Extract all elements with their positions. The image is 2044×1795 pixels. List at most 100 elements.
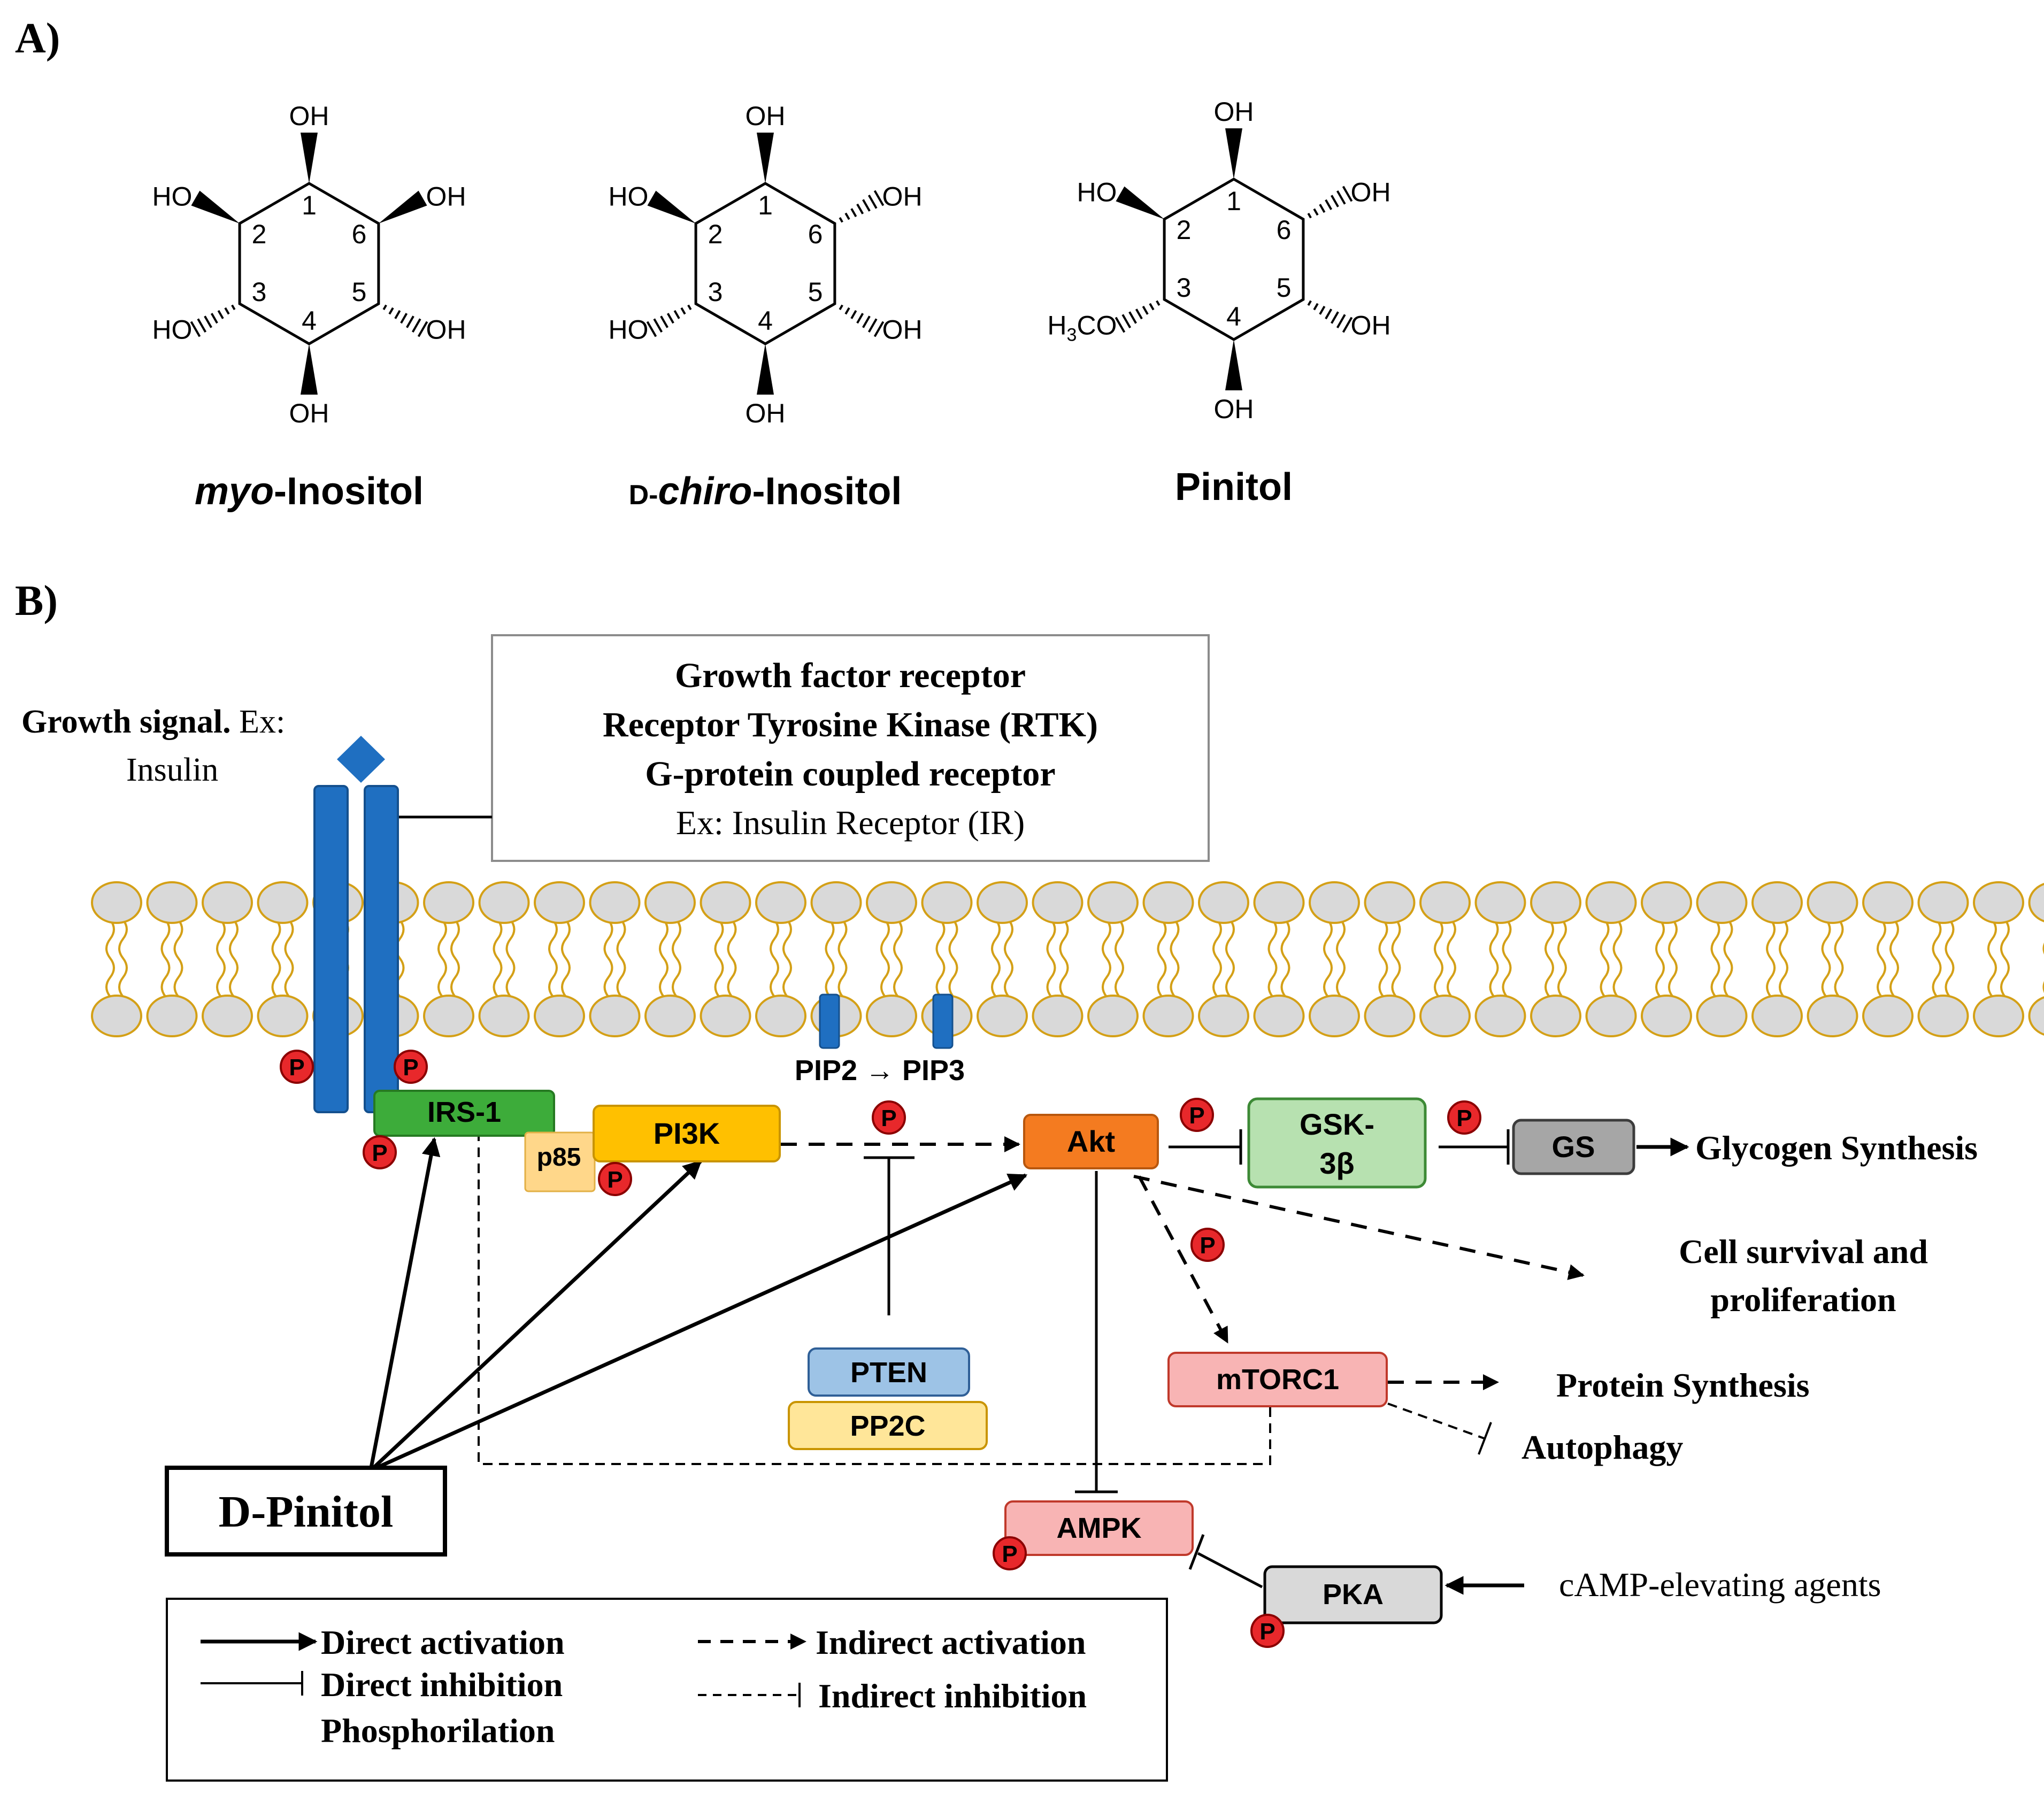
lipid-tail (1779, 919, 1788, 998)
lipid-tail (1115, 919, 1124, 998)
lipid-tail (893, 919, 903, 998)
lipid-head-inner (1530, 995, 1581, 1037)
gs-label: GS (1552, 1130, 1595, 1164)
lipid-tail (1046, 919, 1056, 998)
cell-membrane (91, 881, 2044, 1037)
lipid-head-inner (1862, 995, 1914, 1037)
lipid-head-inner (202, 995, 253, 1037)
lipid-head-outer (1641, 881, 1692, 924)
mtorc1-box (1167, 1352, 1388, 1407)
dpinitol-to-irs1-arrow (368, 1137, 441, 1471)
lipid-head-inner (1364, 995, 1416, 1037)
receptor-line-3: G-protein coupled receptor (645, 754, 1055, 794)
lipid-head-outer (1696, 881, 1748, 924)
lipid-tail (1834, 919, 1844, 998)
lipid-head-outer (1419, 881, 1471, 924)
bond-c6 (839, 190, 885, 223)
legend-direct-inhibition-label: Direct inhibition (321, 1666, 563, 1704)
lipid-tail (1612, 919, 1623, 998)
group-top: OH (746, 101, 786, 131)
lipid-head-inner (1309, 995, 1360, 1037)
lipid-head-outer (1530, 881, 1581, 924)
lipid-tail (1723, 919, 1733, 998)
pip-label: PIP2 → PIP3 (795, 1054, 965, 1087)
bond-c2 (647, 190, 696, 224)
lipid-tail (1391, 919, 1401, 998)
lipid-head-outer (921, 881, 973, 924)
atom-number: 2 (708, 219, 723, 249)
mtorc1-to-autophagy-line (1387, 1403, 1485, 1439)
receptor-left-chain (313, 785, 349, 1113)
lipid-head-outer (1364, 881, 1416, 924)
lipid-head-outer (1751, 881, 1803, 924)
phosphorylation-badge: P (872, 1100, 906, 1135)
bond-c4 (757, 344, 774, 395)
lipid-tail (548, 919, 558, 998)
lipid-tail (1821, 919, 1831, 998)
signaling-nodes: IRS-1 p85 PI3K Akt GSK- 3β GS PTEN PP2C … (165, 1090, 1635, 1624)
lipid-tail (1004, 919, 1013, 998)
growth-signal-ex: Ex: (231, 704, 286, 740)
lipid-head-inner (977, 995, 1028, 1037)
lipid-tail (616, 919, 626, 998)
lipid-tail (603, 919, 613, 998)
lipid-head-outer (1917, 881, 1969, 924)
lipid-head-outer (1087, 881, 1139, 924)
lipid-tail (880, 919, 890, 998)
bond-c1 (757, 133, 774, 183)
mtorc1-label: mTORC1 (1216, 1363, 1339, 1396)
receptor-line-4: Ex: Insulin Receptor (IR) (676, 804, 1025, 842)
lipid-head-outer (1807, 881, 1858, 924)
lipid-head-outer (1862, 881, 1914, 924)
atom-number: 1 (302, 190, 317, 220)
lipid-tail (837, 919, 848, 998)
group-upper-right: OH (426, 182, 466, 212)
cell-survival-label-2: proliferation (1710, 1281, 1896, 1319)
lipid-tail (935, 919, 946, 998)
group-upper-right: OH (1351, 178, 1391, 207)
lipid-tail (1447, 919, 1456, 998)
group-lower-left: HO (152, 315, 192, 345)
receptor-info-box (491, 634, 1210, 862)
lipid-tail (1280, 919, 1290, 998)
glycogen-synthesis-label: Glycogen Synthesis (1695, 1129, 1978, 1167)
lipid-head-outer (1973, 881, 2024, 924)
lipid-tail (450, 919, 460, 998)
lipid-tail (1170, 919, 1180, 998)
lipid-tail (105, 919, 115, 998)
phosphorylation-badge-label: P (372, 1140, 387, 1166)
pi3k-box (593, 1105, 781, 1162)
lipid-tail (1889, 919, 1899, 998)
lipid-tail (284, 919, 294, 998)
group-top: OH (1214, 97, 1254, 127)
legend-box (166, 1598, 1168, 1782)
bond-c1 (1225, 128, 1242, 179)
phosphorylation-badge: P (1180, 1098, 1214, 1132)
lipid-head-outer (534, 881, 585, 924)
mtorc1-to-autophagy-bar (1478, 1422, 1492, 1455)
cell-survival-label-1: Cell survival and (1679, 1232, 1928, 1270)
pp2c-label: PP2C (850, 1410, 925, 1442)
lipid-head-outer (1585, 881, 1637, 924)
lipid-tail (1945, 919, 1955, 998)
bond-c5 (839, 304, 885, 337)
atom-number: 5 (352, 277, 367, 307)
lipid-tail (1932, 919, 1942, 998)
lipid-tail (2000, 919, 2010, 998)
phosphorylation-badge: P (363, 1135, 397, 1169)
gsk3b-label-2: 3β (1319, 1146, 1354, 1180)
pka-to-ampk-line (1197, 1552, 1263, 1589)
lipid-tail (1877, 919, 1886, 998)
bond-c3 (190, 304, 236, 337)
group-upper-left: HO (608, 182, 648, 212)
lipid-tail (1766, 919, 1776, 998)
gsk3b-label-1: GSK- (1300, 1107, 1374, 1141)
bond-c1 (301, 133, 318, 183)
pka-to-ampk-bar (1188, 1534, 1205, 1570)
pi3k-label: PI3K (654, 1116, 720, 1150)
bond-c3 (646, 304, 692, 337)
group-top: OH (289, 101, 329, 131)
lipid-head-inner (534, 995, 585, 1037)
lipid-head-outer (1032, 881, 1084, 924)
bond-c6 (378, 190, 427, 224)
